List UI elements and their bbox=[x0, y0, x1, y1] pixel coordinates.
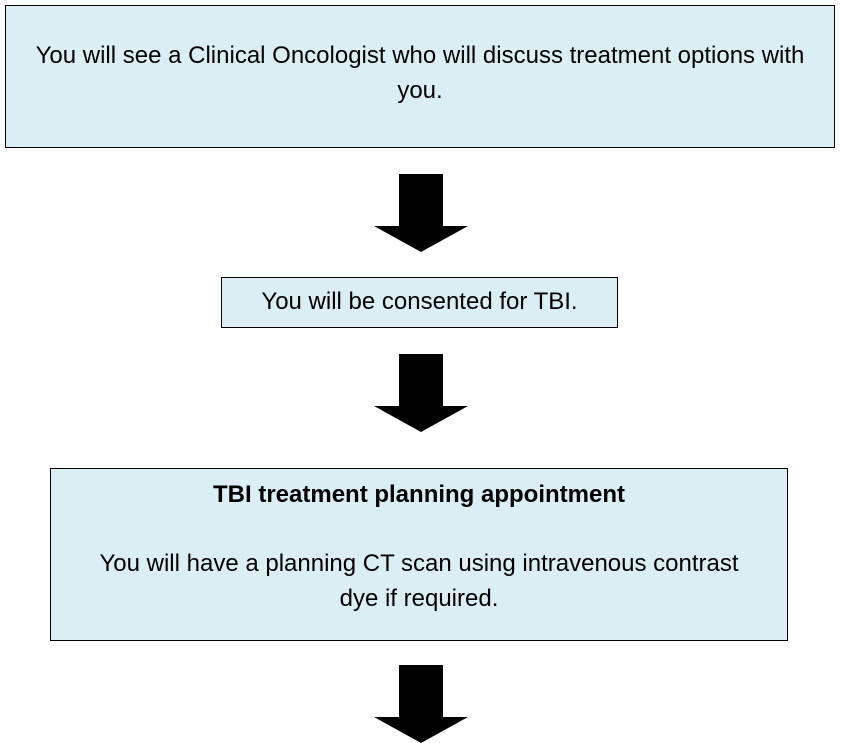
step-heading: TBI treatment planning appointment bbox=[213, 481, 625, 508]
step-text: You will see a Clinical Oncologist who w… bbox=[35, 42, 805, 104]
step-text: You will have a planning CT scan using i… bbox=[99, 550, 739, 612]
step-box-planning: TBI treatment planning appointment You w… bbox=[50, 468, 788, 641]
down-arrow-icon bbox=[374, 174, 468, 252]
down-arrow-icon bbox=[374, 665, 468, 743]
step-box-oncologist: You will see a Clinical Oncologist who w… bbox=[5, 5, 835, 148]
down-arrow-icon bbox=[374, 354, 468, 432]
step-box-consent: You will be consented for TBI. bbox=[221, 277, 618, 328]
step-text: You will be consented for TBI. bbox=[261, 288, 578, 315]
